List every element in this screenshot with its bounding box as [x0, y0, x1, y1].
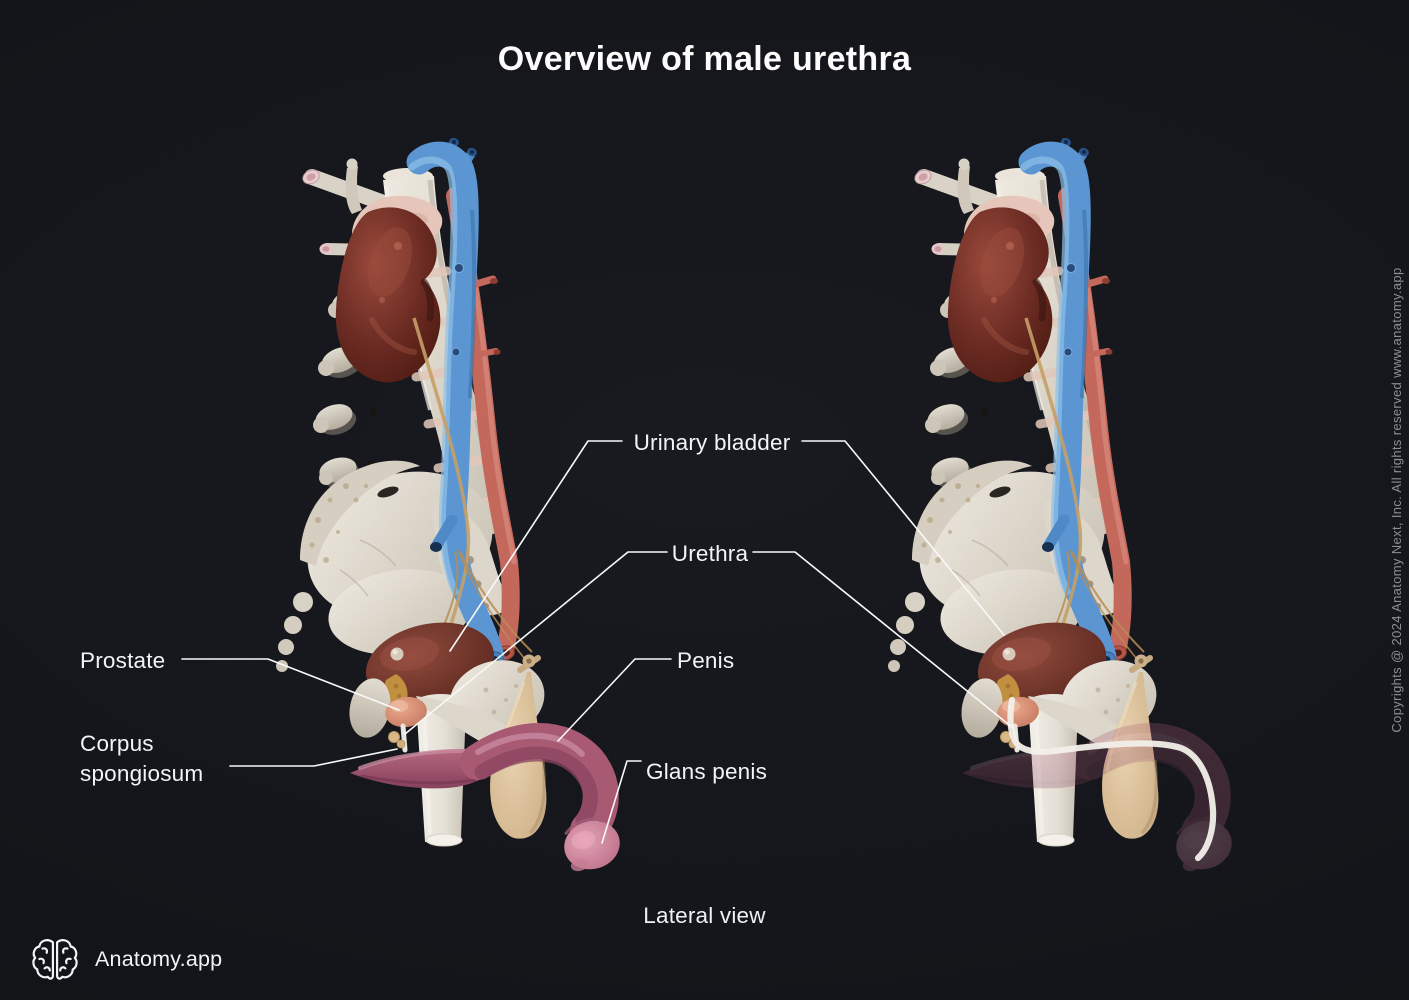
- leader-lines: [181, 440, 1014, 844]
- label-urethra: Urethra: [671, 541, 749, 566]
- label-penis: Penis: [677, 648, 735, 673]
- brand-name: Anatomy.app: [95, 946, 223, 971]
- leader-urethra-left: [404, 551, 668, 735]
- leader-corpus-spongiosum: [229, 748, 398, 767]
- urethra-tube: [1007, 696, 1217, 862]
- brand: Anatomy.app: [30, 934, 222, 984]
- leader-penis: [557, 658, 672, 742]
- label-prostate: Prostate: [80, 648, 166, 673]
- leader-urethra-right: [752, 551, 1014, 729]
- leader-urinary-bladder-right: [801, 440, 1005, 636]
- page-title: Overview of male urethra: [497, 40, 912, 78]
- leader-urinary-bladder-left: [449, 440, 623, 652]
- leader-glans-penis: [601, 760, 642, 844]
- anatomy-model-right: [888, 137, 1237, 876]
- leader-prostate: [181, 658, 400, 711]
- anatomy-model-left: [276, 137, 625, 876]
- copyright-text: Copyrights @ 2024 Anatomy Next, Inc. All…: [1389, 267, 1404, 733]
- label-glans-penis: Glans penis: [646, 759, 768, 784]
- label-corpus-spongiosum: Corpus spongiosum: [80, 731, 204, 786]
- view-caption: Lateral view: [643, 903, 766, 928]
- label-urinary-bladder: Urinary bladder: [633, 430, 791, 455]
- brain-icon: [32, 939, 78, 980]
